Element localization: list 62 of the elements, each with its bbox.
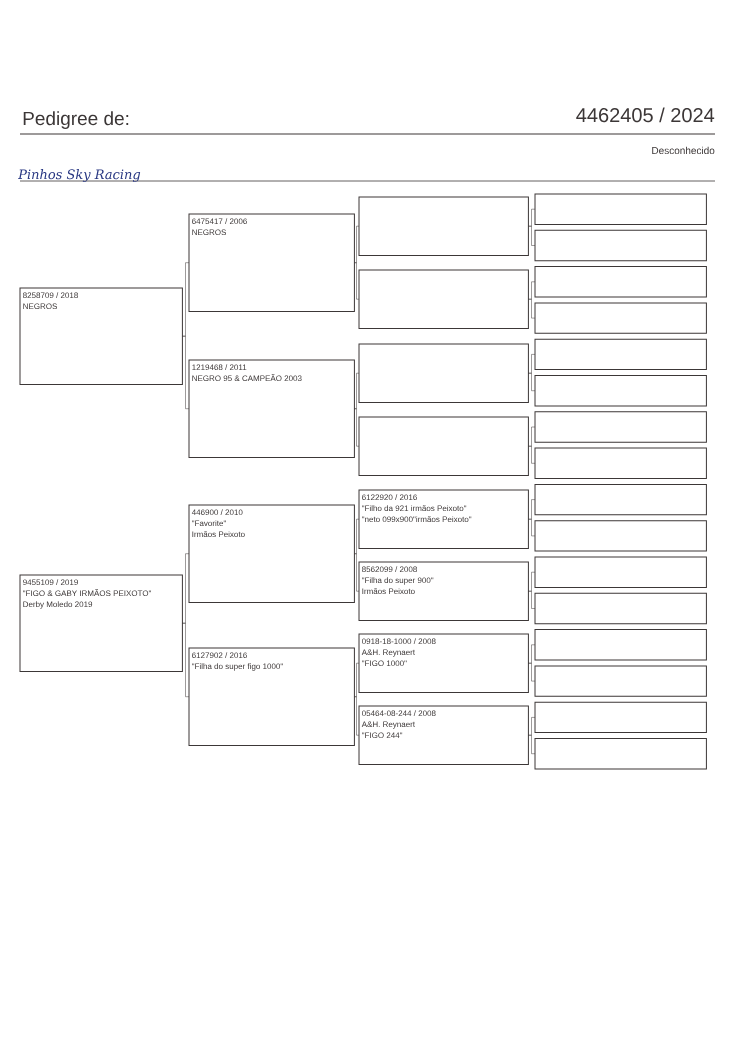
heading: Pedigree de:	[23, 111, 129, 129]
pedigree-connector	[528, 734, 536, 754]
empty-pedigree-box	[534, 338, 707, 371]
pedigree-connector	[528, 225, 536, 246]
empty-pedigree-box	[534, 629, 707, 661]
pedigree-connector	[528, 372, 536, 391]
pedigree-connector	[528, 590, 536, 609]
empty-pedigree-box	[534, 701, 707, 734]
pedigree-box: 0918-18-1000 / 2008 A&H. Reynaert "FIGO 1000"	[358, 633, 529, 693]
empty-pedigree-box	[534, 556, 707, 588]
empty-pedigree-box	[534, 193, 707, 225]
pedigree-connector	[354, 372, 360, 409]
status-text: Desconhecido	[652, 146, 715, 155]
handwritten-name: Pinhos Sky Racing	[18, 169, 141, 182]
pedigree-box: 05464-08-244 / 2008 A&H. Reynaert "FIGO 244"	[358, 705, 529, 765]
pedigree-connector	[354, 262, 360, 300]
empty-pedigree-box	[534, 738, 707, 770]
empty-pedigree-box	[534, 520, 707, 552]
pedigree-connector	[528, 208, 536, 227]
empty-pedigree-box	[534, 447, 707, 479]
pedigree-box: 6127902 / 2016 "Filha do super figo 1000"	[188, 647, 355, 746]
empty-pedigree-box	[534, 229, 707, 262]
pedigree-connector	[182, 553, 190, 624]
pedigree-connector	[528, 571, 536, 592]
empty-pedigree-box	[358, 343, 529, 403]
pedigree-connector	[528, 281, 536, 300]
pedigree-connector	[182, 622, 190, 697]
empty-pedigree-box	[534, 375, 707, 407]
pedigree-connector	[354, 518, 360, 554]
empty-pedigree-box	[534, 592, 707, 625]
pedigree-connector	[528, 499, 536, 520]
pedigree-number: 4462405 / 2024	[576, 107, 715, 123]
pedigree-connector	[354, 225, 360, 263]
pedigree-connector	[528, 518, 536, 537]
pedigree-box: 446900 / 2010 "Favorite" Irmãos Peixoto	[188, 504, 355, 603]
empty-pedigree-box	[534, 665, 707, 697]
pedigree-box: 6122920 / 2016 "Filho da 921 irmãos Peixoto" "neto 099x900"irmãos Peixoto"	[358, 489, 529, 549]
pedigree-connector	[354, 553, 360, 592]
empty-pedigree-box	[358, 269, 529, 329]
pedigree-connector	[528, 644, 536, 664]
pedigree-box: 6475417 / 2006 NEGROS	[188, 213, 355, 312]
pedigree-connector	[354, 662, 360, 697]
pedigree-box: 1219468 / 2011 NEGRO 95 & CAMPEÃO 2003	[188, 359, 355, 458]
pedigree-box: 8258709 / 2018 NEGROS	[19, 287, 183, 385]
empty-pedigree-box	[358, 196, 529, 256]
pedigree-connector	[528, 298, 536, 319]
pedigree-box: 8562099 / 2008 "Filha do super 900" Irmãos Peixoto	[358, 561, 529, 621]
pedigree-connector	[182, 335, 190, 409]
pedigree-box: 9455109 / 2019 "FIGO & GABY IRMÃOS PEIXOTO" Derby Moledo 2019	[19, 574, 183, 672]
pedigree-connector	[528, 426, 536, 447]
pedigree-connector	[354, 408, 360, 447]
empty-pedigree-box	[534, 266, 707, 298]
empty-pedigree-box	[534, 483, 707, 516]
pedigree-connector	[528, 445, 536, 464]
pedigree-connector	[354, 696, 360, 736]
pedigree-connector	[528, 354, 536, 374]
pedigree-connector	[528, 662, 536, 682]
empty-pedigree-box	[358, 416, 529, 476]
pedigree-connector	[182, 262, 190, 337]
empty-pedigree-box	[534, 302, 707, 334]
empty-pedigree-box	[534, 411, 707, 443]
pedigree-connector	[528, 717, 536, 736]
